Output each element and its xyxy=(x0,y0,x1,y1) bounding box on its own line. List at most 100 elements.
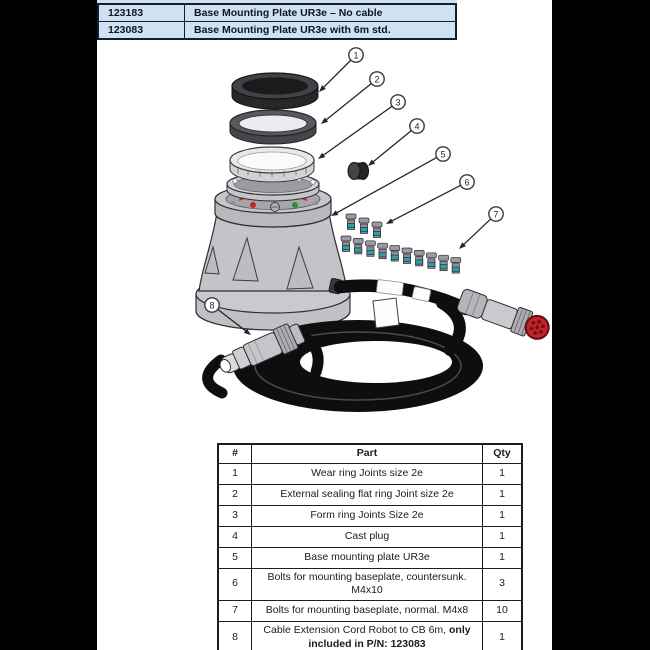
callout-circle xyxy=(390,94,406,110)
right-black-bar xyxy=(552,0,650,650)
part-name-cell: Wear ring Joints size 2e xyxy=(251,462,483,485)
quantity-cell: 1 xyxy=(482,525,523,548)
bolt-icon xyxy=(340,235,352,252)
callout-arrowhead-icon xyxy=(459,242,466,249)
callout-number: 8 xyxy=(209,301,214,311)
parts-table-header-row: # Part Qty xyxy=(217,443,523,464)
mounting-bolts xyxy=(340,213,462,274)
cast-plug xyxy=(347,162,369,180)
quantity-cell: 1 xyxy=(482,504,523,527)
bolt-icon xyxy=(438,254,449,272)
base-mounting-plate xyxy=(195,172,351,331)
callout-arrow-line xyxy=(217,308,248,333)
quantity-cell: 1 xyxy=(482,620,523,650)
callout-number: 6 xyxy=(464,178,469,188)
item-number-cell: 8 xyxy=(217,620,252,650)
item-number-cell: 1 xyxy=(217,462,252,485)
callout-arrow-line xyxy=(324,83,372,122)
callout-arrow-line xyxy=(371,130,412,164)
band-hole xyxy=(314,201,318,205)
red-dot-icon xyxy=(250,202,256,208)
cable-white-band xyxy=(411,286,432,302)
item-number-cell: 5 xyxy=(217,546,252,569)
callout-arrowhead-icon xyxy=(321,117,329,124)
bolt-icon xyxy=(365,240,376,257)
item-number-cell: 2 xyxy=(217,483,252,506)
bolt-icon xyxy=(358,217,370,234)
callout-arrowhead-icon xyxy=(318,152,326,159)
form-ring xyxy=(229,146,315,183)
callout-number: 2 xyxy=(374,75,379,85)
callout-arrow-line xyxy=(390,184,461,223)
bolt-icon xyxy=(450,257,462,274)
callout-arrowhead-icon xyxy=(331,210,339,216)
col-header-part: Part xyxy=(251,443,483,464)
cutoff-row-sliver xyxy=(97,0,457,3)
callout-arrowhead-icon xyxy=(243,328,251,335)
bolt-icon xyxy=(352,238,364,255)
bolt-icon xyxy=(371,221,383,238)
bolt-icon xyxy=(377,242,388,260)
callout-number: 4 xyxy=(414,122,419,132)
part-name-cell: Bolts for mounting baseplate, countersun… xyxy=(251,567,483,601)
item-number-cell: 6 xyxy=(217,567,252,601)
quantity-cell: 1 xyxy=(482,546,523,569)
callout-arrow-line xyxy=(462,218,492,247)
callout-number: 5 xyxy=(440,150,445,160)
part-name-cell: Cast plug xyxy=(251,525,483,548)
wear-ring xyxy=(231,72,319,110)
cable-white-band xyxy=(376,279,404,296)
part-name-cell: Bolts for mounting baseplate, normal. M4… xyxy=(251,599,483,622)
callout-circle xyxy=(369,71,385,87)
callout-circle xyxy=(409,118,425,134)
callout-arrowhead-icon xyxy=(319,85,326,92)
part-name-cell: Form ring Joints Size 2e xyxy=(251,504,483,527)
callout-number: 1 xyxy=(353,51,358,61)
bolt-icon xyxy=(401,247,413,264)
cable-connector-left xyxy=(219,323,306,374)
item-number-cell: 7 xyxy=(217,599,252,622)
cable-connector-right xyxy=(456,288,550,340)
red-connector-face-icon xyxy=(524,314,550,340)
part-number-cell: 123083 xyxy=(97,21,185,40)
callout-arrowhead-icon xyxy=(368,159,376,166)
part-name-cell: Cable Extension Cord Robot to CB 6m, onl… xyxy=(251,620,483,650)
bolt-icon xyxy=(389,245,401,262)
col-header-qty: Qty xyxy=(482,443,523,464)
center-screw-icon xyxy=(270,202,280,212)
item-number-cell: 3 xyxy=(217,504,252,527)
part-name-cell: External sealing flat ring Joint size 2e xyxy=(251,483,483,506)
part-name-cell: Base mounting plate UR3e xyxy=(251,546,483,569)
item-number-cell: 4 xyxy=(217,525,252,548)
bolt-icon xyxy=(413,250,425,267)
callout-number: 3 xyxy=(395,98,400,108)
callout-arrow-line xyxy=(321,105,393,157)
callout-arrowhead-icon xyxy=(386,218,394,224)
cable-assembly xyxy=(202,277,550,412)
callout-circle xyxy=(435,146,451,162)
callout-circle xyxy=(488,206,504,222)
cable-label-tag xyxy=(372,297,400,329)
callout-circle xyxy=(348,47,364,63)
callout-number: 7 xyxy=(493,210,498,220)
callout-circle xyxy=(204,297,220,313)
diagram-callouts: 1 2 3 4 5 6 7 8 xyxy=(204,47,504,335)
callout-circle xyxy=(459,174,475,190)
callout-arrow-line xyxy=(322,59,352,89)
bolt-icon xyxy=(345,213,357,230)
part-description-cell: Base Mounting Plate UR3e with 6m std. xyxy=(184,21,457,40)
quantity-cell: 1 xyxy=(482,462,523,485)
